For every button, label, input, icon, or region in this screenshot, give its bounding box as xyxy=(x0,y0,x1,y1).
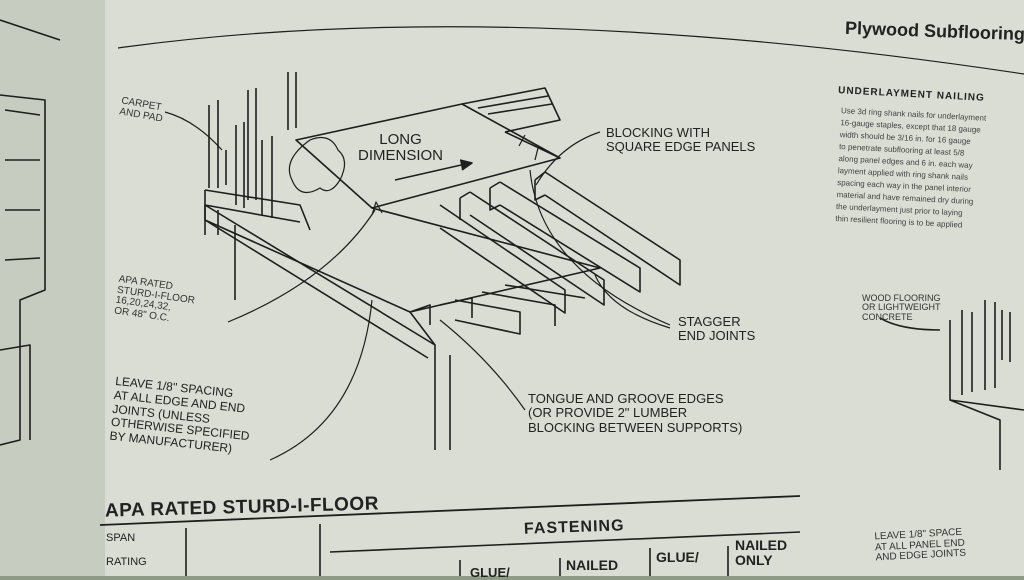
col-glue-1: GLUE/ xyxy=(470,565,510,580)
col-nailed-only: NAILED ONLY xyxy=(735,537,788,568)
leave-spacing-label: LEAVE 1/8" SPACING AT ALL EDGE AND END J… xyxy=(108,373,251,456)
left-page xyxy=(0,0,112,576)
long-dimension-label: LONG DIMENSION xyxy=(358,131,444,164)
underlayment-body: Use 3d ring shank nails for underlayment… xyxy=(835,105,1024,235)
col-glue-2: GLUE/ xyxy=(656,549,699,565)
span-label: SPAN xyxy=(106,532,136,544)
book-page xyxy=(105,0,1024,576)
fastening-label: FASTENING xyxy=(523,517,625,538)
tongue-groove-label: TONGUE AND GROOVE EDGES (OR PROVIDE 2" L… xyxy=(528,391,743,435)
leave-space-label: LEAVE 1/8" SPACE AT ALL PANEL END AND ED… xyxy=(874,526,967,564)
col-nailed: NAILED xyxy=(566,557,619,573)
stagger-label: STAGGER END JOINTS xyxy=(678,314,756,343)
rating-label: RATING xyxy=(106,556,147,568)
wood-flooring-label: WOOD FLOORING OR LIGHTWEIGHT CONCRETE xyxy=(862,293,941,322)
blocking-label: BLOCKING WITH SQUARE EDGE PANELS xyxy=(606,125,756,154)
